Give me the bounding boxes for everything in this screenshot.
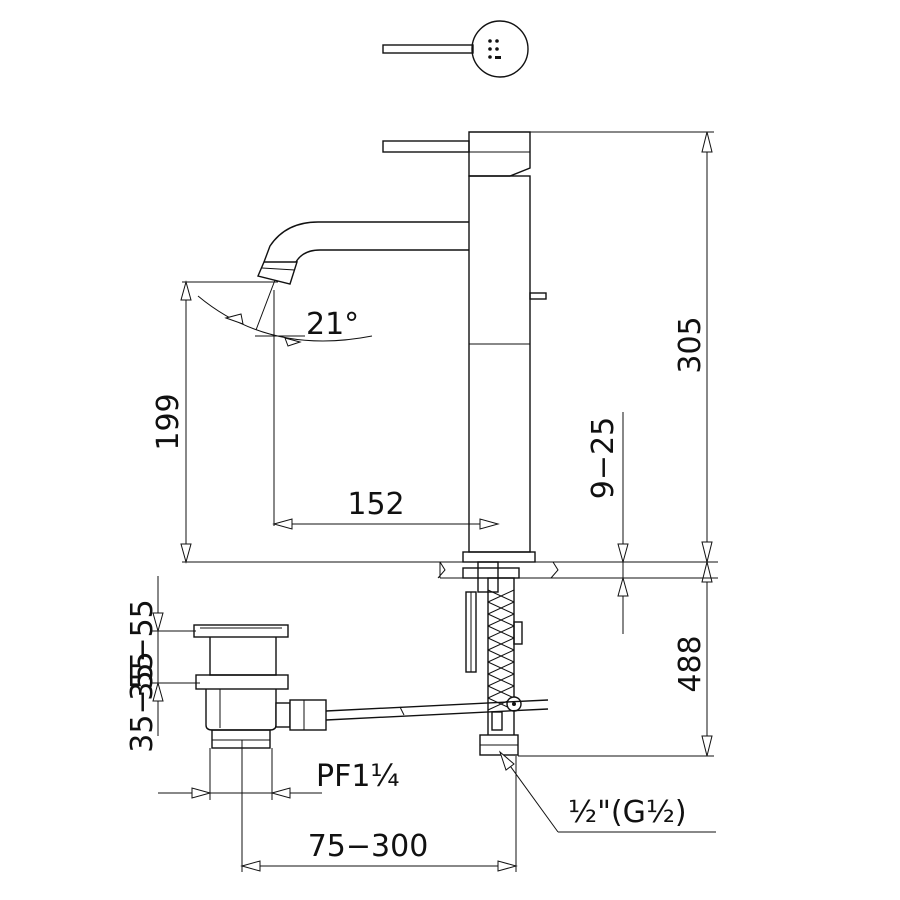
dim-spout-height: 199: [151, 280, 278, 564]
dim-deck-thickness: 9−25: [586, 412, 718, 634]
dim-152-label: 152: [347, 487, 404, 522]
dim-spout-reach: 152: [272, 290, 500, 530]
dim-199-label: 199: [151, 393, 186, 450]
handle-top-view: [382, 20, 529, 78]
dim-drain-height: 35−55 35−55: [125, 576, 200, 753]
supply-thread-callout: ½"(G½): [498, 750, 716, 833]
mounting-assembly: [462, 561, 523, 756]
drain-thread-label: PF1¼: [316, 759, 400, 794]
supply-thread-label: ½"(G½): [568, 795, 687, 830]
dim-75-300-label: 75−300: [308, 829, 429, 864]
dim-35-55-top-label: 35−55: [125, 599, 160, 700]
angle-dimension: 21°: [197, 279, 373, 347]
countertop-deck: [182, 561, 718, 579]
dim-305-label: 305: [673, 316, 708, 373]
angle-label: 21°: [306, 307, 359, 342]
dim-drain-thread: PF1¼: [158, 748, 400, 800]
dim-below-deck: 488: [518, 561, 714, 757]
dim-9-25-label: 9−25: [586, 417, 621, 499]
dim-488-label: 488: [673, 635, 708, 692]
dim-35-55-bottom-label: 35−55: [125, 651, 160, 752]
dim-drain-distance: 75−300: [240, 740, 518, 872]
dim-total-height: 305: [530, 131, 714, 563]
